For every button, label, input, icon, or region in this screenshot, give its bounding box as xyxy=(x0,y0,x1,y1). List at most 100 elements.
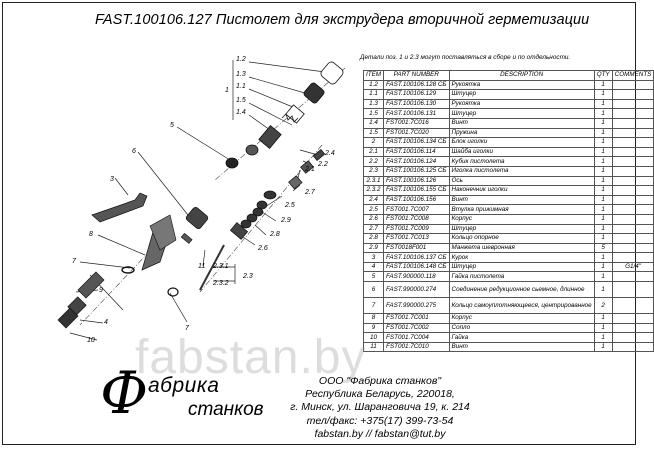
cell-qty: 1 xyxy=(593,79,613,91)
cell-desc: Втулка прижимная xyxy=(448,204,595,215)
logo-line-2: станков xyxy=(188,399,264,420)
callout-1-5: 1.5 xyxy=(236,97,246,104)
cell-com xyxy=(611,98,654,110)
cell-item: 1.2 xyxy=(362,79,385,91)
cell-item: 3 xyxy=(362,252,385,263)
cell-desc: Ось xyxy=(448,175,595,187)
cell-qty: 1 xyxy=(593,175,613,187)
parts-table: ITEM PART NUMBER DESCRIPTION QTY COMMENT… xyxy=(362,70,654,353)
cell-qty: 1 xyxy=(593,261,613,273)
cell-com xyxy=(611,175,654,187)
callout-5: 5 xyxy=(170,122,174,129)
company-phone: тел/факс: +375(17) 399-73-54 xyxy=(306,414,454,427)
cell-com xyxy=(611,165,654,177)
callout-1-2: 1.2 xyxy=(236,56,246,63)
cell-pn: FAST.100106.134 СБ xyxy=(383,137,450,148)
callout-2-7: 2.7 xyxy=(304,189,316,196)
parts-table-header: ITEM PART NUMBER DESCRIPTION QTY COMMENT… xyxy=(362,70,654,81)
cell-pn: FAST.100106.130 xyxy=(383,98,450,110)
callout-9: 9 xyxy=(99,287,103,294)
logo-line-1: абрика xyxy=(148,374,220,397)
callout-2-8: 2.8 xyxy=(269,231,280,238)
company-logo: Ф абрика станков xyxy=(100,364,280,428)
cell-pn: FST001.7C013 xyxy=(383,233,450,244)
cell-com xyxy=(611,252,654,263)
cell-pn: FST001.7C001 xyxy=(383,313,450,324)
cell-pn: FAST.100106.128 СБ xyxy=(383,79,450,91)
callout-7-lower: 7 xyxy=(185,325,190,332)
callout-8: 8 xyxy=(89,231,93,238)
cell-com xyxy=(611,79,654,91)
company-address: г. Минск, ул. Шаранговича 19, к. 214 xyxy=(290,401,470,414)
assembly-note: Детали поз. 1 и 2.3 могут поставляться в… xyxy=(360,54,571,61)
cell-qty: 1 xyxy=(593,89,613,100)
cell-qty: 1 xyxy=(593,165,613,177)
callout-1-3: 1.3 xyxy=(236,71,246,78)
cell-pn: FAST.100106.137 СБ xyxy=(383,252,450,263)
header-item: ITEM xyxy=(362,70,385,81)
cell-qty: 1 xyxy=(593,185,613,196)
cell-qty: 1 xyxy=(593,281,613,299)
callout-2-4: 2.4 xyxy=(324,150,335,157)
cell-com xyxy=(611,204,654,215)
cell-item: 6 xyxy=(362,281,385,299)
cell-item: 2.4 xyxy=(362,194,385,206)
cell-com xyxy=(611,213,654,225)
callout-2-3-2: 2.3.2 xyxy=(212,280,229,287)
cell-com xyxy=(611,117,654,129)
cell-desc: Штуцер xyxy=(448,261,595,273)
callout-2-1: 2.1 xyxy=(304,166,315,173)
header-part-number: PART NUMBER xyxy=(383,70,450,81)
cell-com xyxy=(611,127,654,139)
cell-desc: Винт xyxy=(448,341,595,353)
cell-pn: FST001.7C010 xyxy=(383,341,450,353)
cell-com xyxy=(611,146,654,158)
cell-qty: 1 xyxy=(593,117,613,129)
cell-qty: 1 xyxy=(593,332,613,343)
callout-2-3-1: 2.3.1 xyxy=(212,263,229,270)
callout-3: 3 xyxy=(110,176,114,183)
cell-item: 9 xyxy=(362,322,385,334)
cell-pn: FAST.100106.148 СБ xyxy=(383,261,450,273)
cell-com xyxy=(611,242,654,254)
callout-2-6: 2.6 xyxy=(257,245,268,252)
cell-desc: Штуцер xyxy=(448,89,595,100)
cell-qty: 1 xyxy=(593,194,613,206)
cell-item: 2.7 xyxy=(362,223,385,235)
cell-item: 2.9 xyxy=(362,242,385,254)
cell-qty: 1 xyxy=(593,204,613,215)
cell-item: 11 xyxy=(362,341,385,353)
watermark: fabstan.by xyxy=(135,331,367,384)
callout-2-9: 2.9 xyxy=(280,217,291,224)
cell-item: 4 xyxy=(362,261,385,273)
cell-item: 2.3 xyxy=(362,165,385,177)
cell-pn: FST001.7C009 xyxy=(383,223,450,235)
header-comments: COMMENTS xyxy=(611,70,654,81)
cell-pn: FST001.7C016 xyxy=(383,117,450,129)
cell-com xyxy=(611,322,654,334)
cell-qty: 1 xyxy=(593,271,613,283)
callout-7-upper: 7 xyxy=(72,258,77,265)
cell-pn: FAST.100106.156 xyxy=(383,194,450,206)
cell-desc: Иголка пистолета xyxy=(448,165,595,177)
cell-pn: FAST.100106.125 СБ xyxy=(383,165,450,177)
cell-desc: Штуцер xyxy=(448,223,595,235)
cell-com xyxy=(611,137,654,148)
header-qty: QTY xyxy=(593,70,613,81)
company-name: ООО "Фабрика станков" xyxy=(318,375,442,387)
cell-pn: FAST.990000.275 xyxy=(383,297,450,315)
